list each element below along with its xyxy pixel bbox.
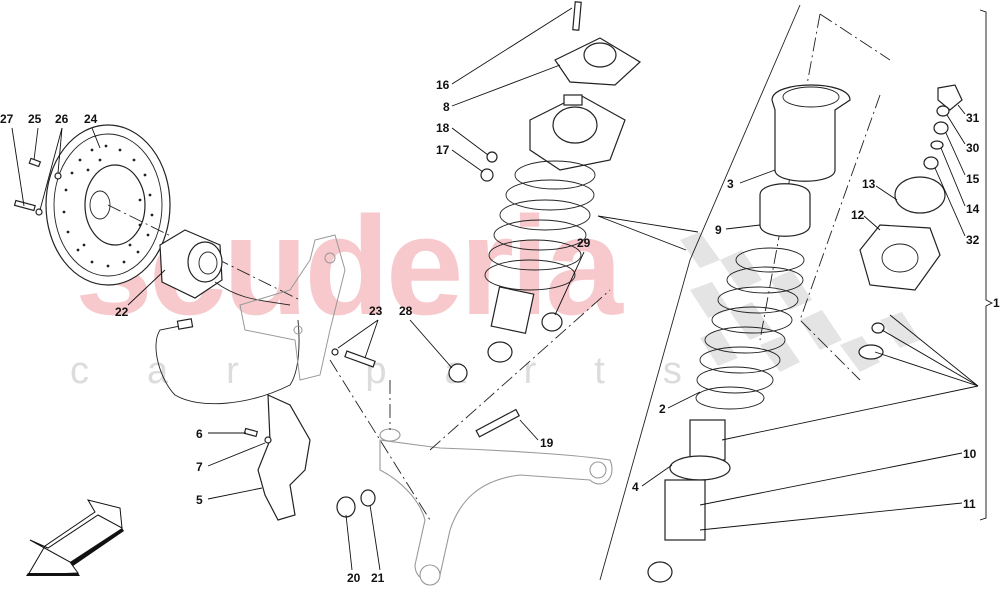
axis-line (429, 289, 611, 451)
callout-3: 3 (727, 177, 734, 191)
nut-20 (336, 496, 356, 518)
callout-20: 20 (347, 571, 361, 585)
callout-12: 12 (851, 208, 865, 222)
callout-2: 2 (659, 402, 666, 416)
callout-29: 29 (577, 236, 591, 250)
bush-28 (448, 363, 468, 383)
callout-1: 1 (993, 296, 1000, 310)
callout-22: 22 (115, 305, 129, 319)
bolt-19 (475, 408, 520, 438)
lower-wishbone (379, 428, 613, 586)
callout-26: 26 (55, 112, 69, 126)
callout-7: 7 (196, 460, 203, 474)
callout-17: 17 (436, 143, 450, 157)
bush-29 (541, 312, 563, 332)
callout-16: 16 (436, 78, 450, 92)
callout-8: 8 (443, 100, 450, 114)
wheel-hub (159, 229, 223, 299)
callout-18: 18 (436, 121, 450, 135)
callout-labels: 27 25 26 24 22 16 8 18 17 29 28 23 6 7 5… (0, 78, 980, 585)
upper-mount-parts (858, 84, 963, 360)
coilover-assembly (484, 94, 626, 363)
callout-13: 13 (862, 177, 876, 191)
steering-knuckle (239, 234, 346, 381)
callout-24: 24 (84, 112, 98, 126)
callout-19: 19 (540, 436, 554, 450)
abs-connector (176, 318, 194, 330)
callout-11: 11 (963, 497, 976, 511)
abs-sensor-cable (155, 281, 300, 405)
callout-6: 6 (196, 427, 203, 441)
group-frame (599, 4, 891, 581)
group-bracket (979, 9, 994, 521)
callout-5: 5 (196, 493, 203, 507)
callout-4: 4 (632, 480, 639, 494)
front-direction-arrow (26, 499, 124, 576)
brake-disc (45, 124, 301, 301)
disc-fasteners (13, 157, 62, 216)
washer-18 (486, 151, 498, 163)
top-mount-plate (554, 1, 641, 86)
callout-14: 14 (966, 202, 980, 216)
callout-28: 28 (399, 304, 413, 318)
callout-10: 10 (963, 447, 977, 461)
callout-21: 21 (371, 571, 385, 585)
shield-screw (243, 427, 259, 438)
callout-30: 30 (966, 141, 980, 155)
callout-23: 23 (369, 304, 383, 318)
callout-27: 27 (0, 112, 14, 126)
leader-lines (11, 7, 979, 571)
washer-21 (360, 489, 376, 507)
bolt-23 (331, 348, 376, 368)
callout-25: 25 (28, 112, 42, 126)
axis-line (329, 359, 431, 521)
callout-15: 15 (966, 172, 980, 186)
callout-9: 9 (715, 223, 722, 237)
nut-17 (480, 168, 494, 182)
exploded-damper (647, 84, 851, 583)
callout-32: 32 (966, 233, 980, 247)
callout-31: 31 (966, 111, 980, 125)
brake-shield (257, 394, 311, 521)
shield-washer (264, 436, 272, 444)
